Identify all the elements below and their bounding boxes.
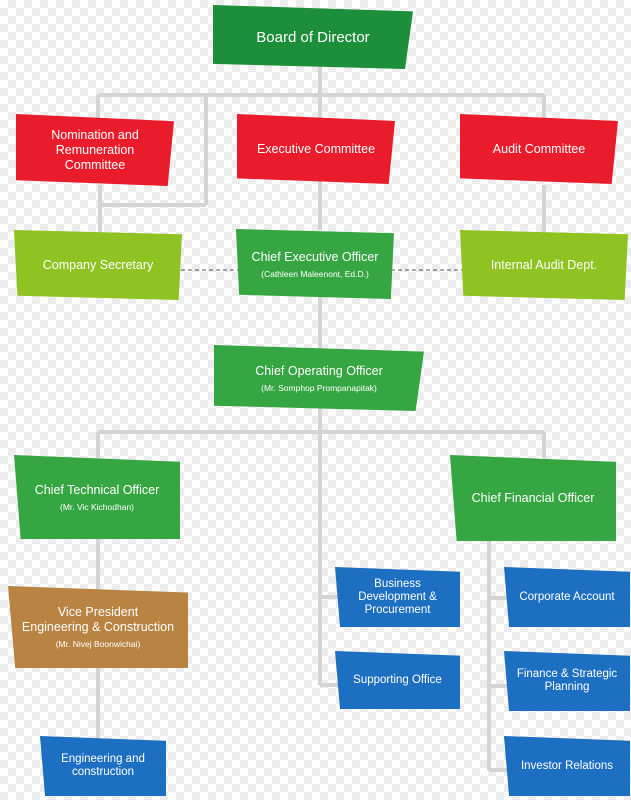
cto-title: Chief Technical Officer <box>34 482 160 497</box>
coo-box: Chief Operating Officer (Mr. Somphop Pro… <box>214 345 424 411</box>
supporting-office-box: Supporting Office <box>335 651 460 709</box>
corporate-account-title: Corporate Account <box>519 590 615 603</box>
internal-audit-box: Internal Audit Dept. <box>460 230 628 300</box>
cto-box: Chief Technical Officer (Mr. Vic Kichodh… <box>14 455 180 539</box>
finance-planning-title: Finance & Strategic Planning <box>516 668 618 693</box>
investor-relations-title: Investor Relations <box>520 759 614 772</box>
engineering-title: Engineering and construction <box>61 753 145 778</box>
executive-title: Executive Committee <box>256 141 376 156</box>
supporting-title: Supporting Office <box>353 673 442 686</box>
coo-title: Chief Operating Officer <box>255 363 383 378</box>
cfo-title: Chief Financial Officer <box>471 490 595 505</box>
board-of-director-box: Board of Director <box>213 5 413 69</box>
ceo-title: Chief Executive Officer <box>251 249 379 264</box>
vp-name: (Mr. Nivej Boonwichai) <box>55 639 141 649</box>
coo-name: (Mr. Somphop Prompanapitak) <box>261 382 377 393</box>
board-title: Board of Director <box>256 28 370 46</box>
finance-planning-box: Finance & Strategic Planning <box>504 651 630 711</box>
audit-committee-box: Audit Committee <box>460 114 618 184</box>
investor-relations-box: Investor Relations <box>504 736 630 796</box>
ceo-name: (Cathleen Maleenont, Ed.D.) <box>261 268 369 279</box>
audit-title: Audit Committee <box>492 141 586 156</box>
engineering-construction-box: Engineering and construction <box>40 736 166 796</box>
nomination-title: Nomination and Remuneration Committee <box>51 127 139 172</box>
cfo-box: Chief Financial Officer <box>450 455 616 541</box>
nomination-committee-box: Nomination and Remuneration Committee <box>16 114 174 186</box>
cto-name: (Mr. Vic Kichodhan) <box>59 501 134 512</box>
business-development-box: Business Development & Procurement <box>335 567 460 627</box>
company-secretary-box: Company Secretary <box>14 230 182 300</box>
corporate-account-box: Corporate Account <box>504 567 630 627</box>
vp-title: Vice President Engineering & Constructio… <box>21 605 175 634</box>
vp-engineering-box: Vice President Engineering & Constructio… <box>8 586 188 668</box>
executive-committee-box: Executive Committee <box>237 114 395 184</box>
internal-audit-title: Internal Audit Dept. <box>490 257 598 272</box>
business-dev-title: Business Development & Procurement <box>358 577 437 616</box>
secretary-title: Company Secretary <box>42 257 154 272</box>
ceo-box: Chief Executive Officer (Cathleen Maleen… <box>236 229 394 299</box>
